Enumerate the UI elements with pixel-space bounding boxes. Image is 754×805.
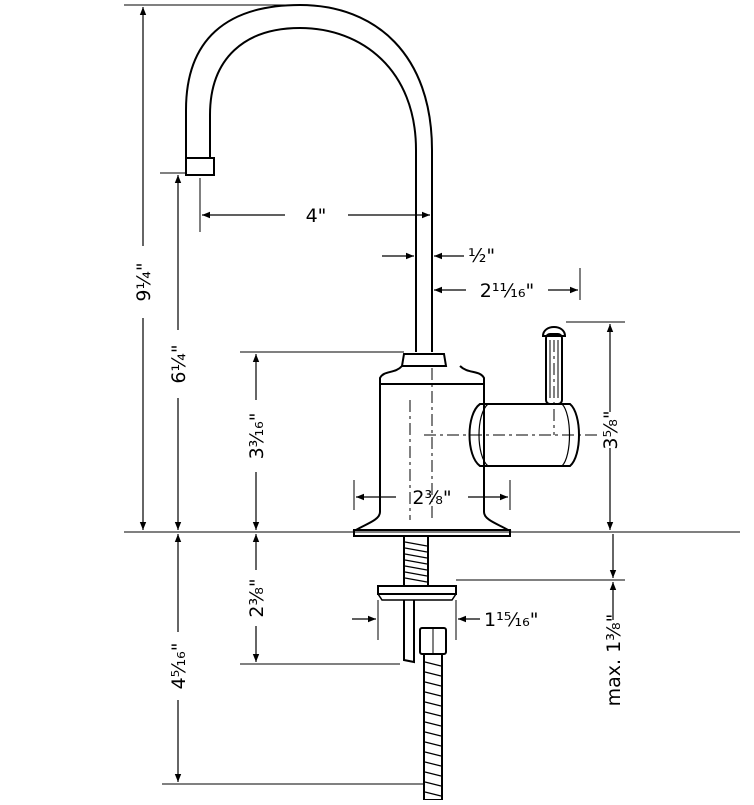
dim-shank-length: 2³⁄₈"	[246, 578, 268, 617]
dimension-lines	[139, 7, 617, 782]
dim-spout-diameter: ½"	[468, 245, 495, 267]
mounting-plate	[377, 585, 457, 595]
dim-base-diameter: 2³⁄₈"	[412, 487, 451, 509]
spout-inner	[209, 26, 417, 352]
thread-pattern	[404, 541, 442, 797]
spout-outer	[185, 3, 433, 352]
extension-lines	[124, 4, 740, 785]
dim-handle-offset: 2¹¹⁄₁₆"	[480, 280, 534, 302]
spout-collar	[400, 353, 448, 367]
handle-hub	[468, 403, 580, 467]
dim-spout-height: 6¼"	[168, 344, 190, 383]
dim-spout-reach: 4"	[306, 205, 327, 227]
base-flange	[353, 529, 511, 537]
faucet-outline	[185, 3, 580, 801]
dim-body-height: 3³⁄₁₆"	[246, 413, 268, 460]
dim-hole-diameter: 1¹⁵⁄₁₆"	[484, 609, 538, 631]
dim-max-counter: max. 1³⁄₈"	[603, 614, 625, 707]
dim-overall-height: 9¼"	[133, 262, 155, 301]
center-lines	[409, 340, 600, 520]
dim-under-counter: 4⁵⁄₁₆"	[168, 643, 190, 690]
dim-handle-height: 3⁵⁄₈"	[600, 410, 622, 449]
spout-tip	[185, 157, 215, 176]
